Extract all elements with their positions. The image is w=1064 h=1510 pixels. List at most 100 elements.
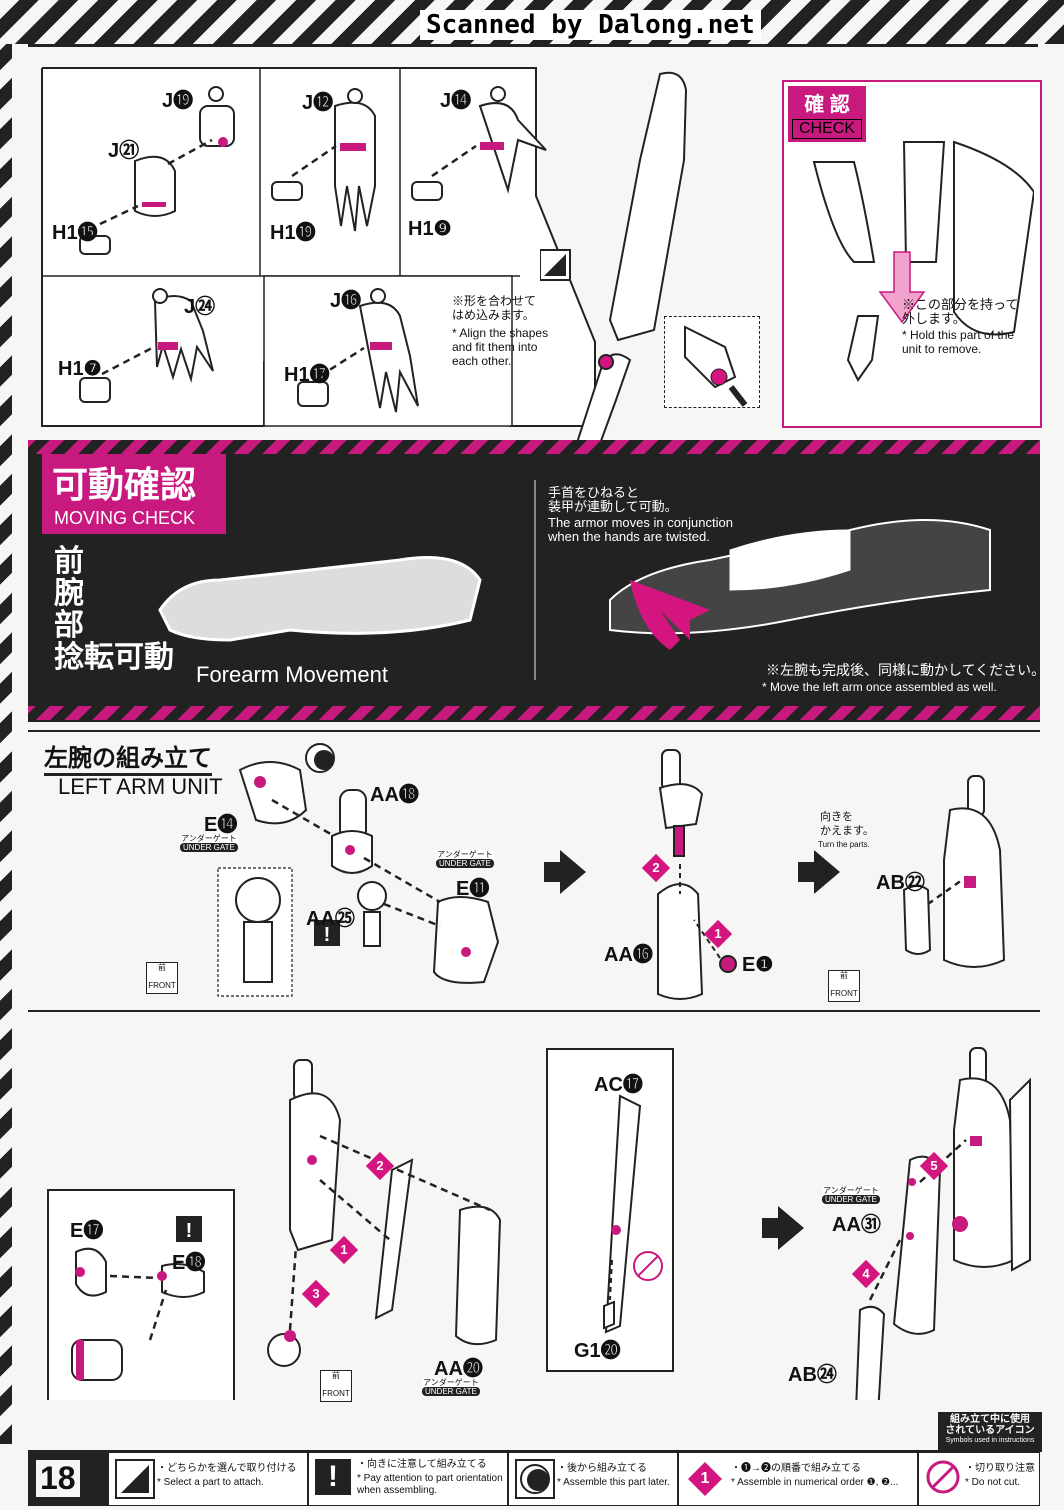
legend-do-not-cut: ・切り取り注意 * Do not cut. (918, 1452, 1040, 1506)
label-aa18: AA⓲ (370, 784, 419, 806)
moving-check-title-en: MOVING CHECK (54, 508, 196, 528)
detail-box (664, 316, 760, 408)
section4-left-drawing: ! (47, 1059, 502, 1400)
forearm-movement-en: Forearm Movement (196, 662, 388, 687)
orientation-legend-icon: ! (315, 1459, 351, 1495)
check-note-jp: ※この部分を持って 外します。 (902, 297, 1019, 326)
watermark: Scanned by Dalong.net (420, 10, 761, 40)
align-note-jp: ※形を合わせて はめ込みます。 (452, 294, 537, 322)
step-1-marker: 1 (703, 919, 733, 949)
do-not-cut-icon (925, 1459, 961, 1495)
part-label-h17: H1❼ (58, 358, 102, 380)
part-label-j21: J㉑ (108, 140, 140, 162)
label-aa25: AA㉕ (306, 908, 355, 930)
forearm-right-drawing (609, 519, 991, 650)
legend-later-en: * Assemble this part later. (557, 1477, 670, 1488)
step-3-marker: 3 (301, 1279, 331, 1309)
part-label-j24: J㉔ (184, 296, 216, 318)
part-label-h117: H1⓱ (284, 364, 330, 386)
page-number: 18 (36, 1460, 80, 1497)
part-label-h115: H1⓯ (52, 222, 98, 244)
section4-right-drawing (855, 1047, 1031, 1400)
legend-orientation-jp: ・向きに注意して組み立てる (357, 1459, 487, 1470)
moving-footer-jp: ※左腕も完成後、同様に動かしてください。 (766, 662, 1046, 678)
label-ac17: AC⓱ (594, 1074, 643, 1096)
orientation-icon (314, 920, 340, 946)
front-jp: 前 (840, 971, 848, 980)
left-arm-step1-drawing: ! (217, 743, 500, 997)
check-title-en: CHECK (792, 119, 862, 139)
left-arm-title-en: LEFT ARM UNIT (58, 774, 223, 799)
legend-orientation-en: * Pay attention to part orientation when… (357, 1473, 503, 1496)
step-3-number: 3 (312, 1286, 320, 1301)
moving-check-stripe (28, 440, 1040, 454)
moving-footer-en: * Move the left arm once assembled as we… (762, 680, 997, 694)
front-icon-2: 前 FRONT (828, 970, 860, 1002)
detail-joint-drawing (684, 325, 748, 407)
left-arm-title-jp: 左腕の組み立て (44, 738, 212, 776)
front-icon-1: 前 FRONT (146, 962, 178, 994)
step-4-number: 4 (862, 1266, 870, 1281)
front-icon-3: 前 FRONT (320, 1370, 352, 1402)
under-gate-jp: アンダーゲート (437, 850, 493, 859)
front-jp: 前 (158, 963, 166, 972)
legend-cut-en: * Do not cut. (965, 1477, 1021, 1488)
assemble-later-icon (515, 1459, 555, 1499)
select-part-icon (115, 1459, 155, 1499)
under-gate-en: UNDER GATE (422, 1387, 480, 1396)
label-e11: E⓫ (456, 878, 490, 900)
ac17-drawing (603, 1094, 663, 1334)
forearm-movement-jp: 前 腕 部 捻転可動 (54, 544, 174, 675)
front-en: FRONT (322, 1389, 350, 1398)
moving-check-title-box: 可動確認 MOVING CHECK (42, 454, 226, 534)
step-2-number: 2 (652, 860, 660, 875)
next-arrow-1 (560, 850, 586, 894)
legend-title-en: Symbols used in instructions (945, 1437, 1035, 1444)
left-arm-top-rule (28, 730, 1040, 732)
under-gate-jp: アンダーゲート (823, 1186, 879, 1195)
turn-parts-jp: 向きを かえます。 (820, 811, 874, 837)
left-hazard-stripe (0, 44, 12, 1444)
next-arrow-stem-1 (544, 862, 562, 882)
part-label-h119: H1⓳ (270, 222, 316, 244)
label-e17: E⓱ (70, 1220, 104, 1242)
svg-text:!: ! (186, 1220, 193, 1242)
label-aa20: AA⓴ (434, 1358, 483, 1380)
under-gate-aa20: アンダーゲート UNDER GATE (422, 1378, 480, 1396)
check-title-jp: 確 認 (804, 94, 850, 116)
svg-text:!: ! (324, 924, 331, 946)
next-arrow-2 (814, 850, 840, 894)
front-en: FRONT (148, 981, 176, 990)
under-gate-jp: アンダーゲート (181, 834, 237, 843)
forearm-left-drawing (158, 556, 482, 642)
part-label-j19: J⓳ (162, 90, 194, 112)
label-ab22: AB㉒ (876, 872, 925, 894)
check-title-box: 確 認 CHECK (788, 86, 866, 142)
step-1b-number: 1 (340, 1242, 348, 1257)
label-aa16: AA⓰ (604, 944, 653, 966)
legend-numerical-order: 1 ・❶→❷の順番で組み立てる * Assemble in numerical … (678, 1452, 918, 1506)
under-gate-en: UNDER GATE (180, 843, 238, 852)
label-ab24: AB㉔ (788, 1364, 837, 1386)
under-gate-e11: アンダーゲート UNDER GATE (436, 850, 494, 868)
next-arrow-stem-2 (798, 862, 816, 882)
top-rule (28, 44, 1038, 47)
moving-note-en: The armor moves in conjunction when the … (548, 515, 733, 544)
step-2b-marker: 2 (365, 1151, 395, 1181)
left-arm-bottom-rule (28, 1010, 1040, 1012)
label-e14: E⓮ (204, 814, 238, 836)
hand-panel-frame (41, 67, 596, 427)
step-1-number: 1 (714, 926, 722, 941)
left-arm-step3-drawing (902, 775, 1006, 968)
next-arrow-stem-3 (762, 1218, 780, 1238)
under-gate-en: UNDER GATE (822, 1195, 880, 1204)
moving-check-title-jp: 可動確認 (52, 465, 197, 506)
legend-order-en: * Assemble in numerical order ❶, ❷... (731, 1477, 899, 1488)
under-gate-e14: アンダーゲート UNDER GATE (180, 834, 238, 852)
step-2-marker: 2 (641, 853, 671, 883)
label-e18: E⓲ (172, 1252, 206, 1274)
next-arrow-3 (778, 1206, 804, 1250)
legend-cut-jp: ・切り取り注意 (965, 1463, 1035, 1474)
part-label-j14: J⓮ (440, 90, 472, 112)
step-5-number: 5 (930, 1158, 938, 1173)
